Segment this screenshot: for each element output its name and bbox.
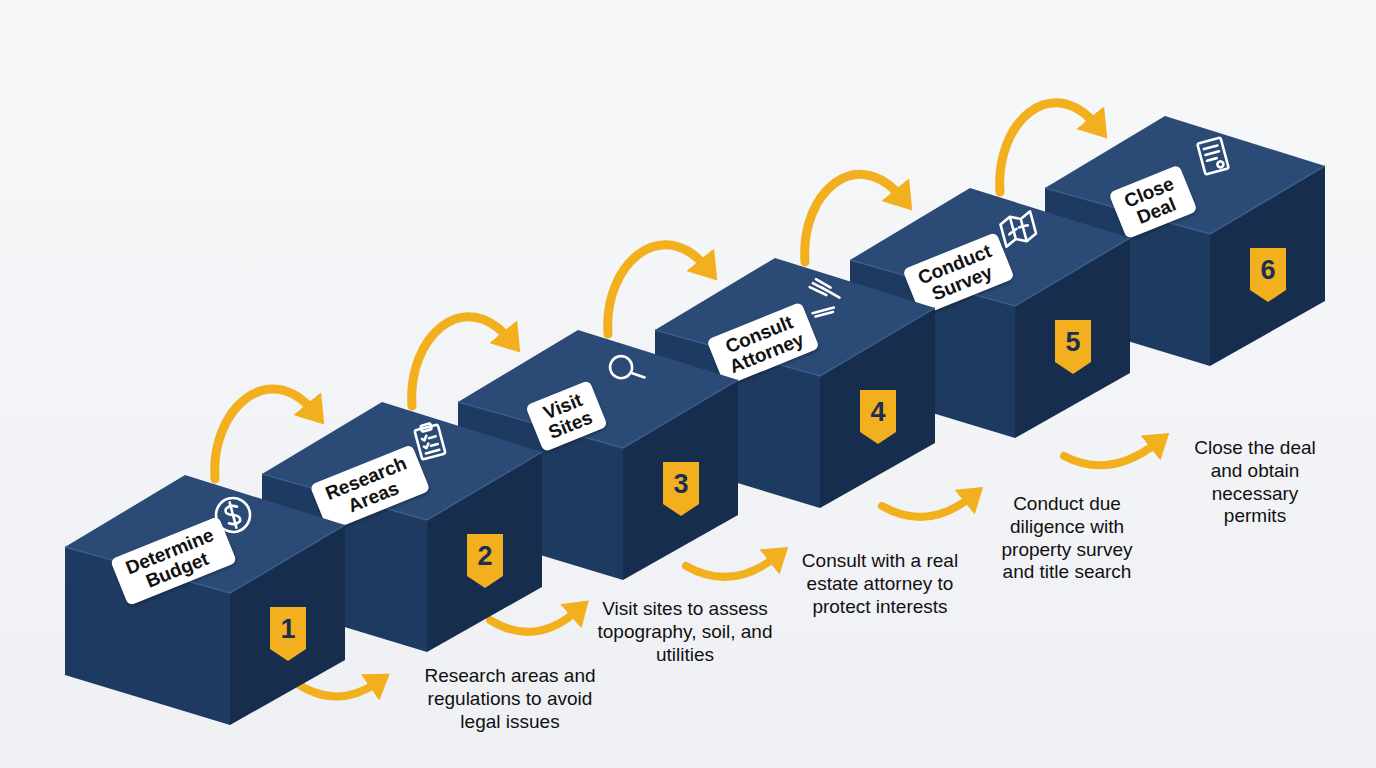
number-badge: 6 (1248, 246, 1288, 304)
step-arrow (1064, 442, 1158, 465)
number-badge: 3 (661, 460, 701, 518)
step-arrow (490, 610, 578, 632)
number-badge: 4 (858, 388, 898, 446)
step-description: Research areas and regulations to avoid … (415, 665, 605, 733)
number-badge: 1 (268, 605, 308, 663)
step-arrow (882, 496, 972, 517)
step-description: Consult with a real estate attorney to p… (790, 550, 970, 618)
cube-shape (65, 475, 345, 725)
step-number: 5 (1053, 318, 1093, 366)
step-number: 3 (661, 460, 701, 508)
step-number: 1 (268, 605, 308, 653)
step-description: Close the deal and obtain necessary perm… (1180, 437, 1330, 528)
step-number: 6 (1248, 246, 1288, 294)
step-number: 2 (465, 532, 505, 580)
step-cube: Determine Budget1 (65, 475, 345, 725)
step-arrow (686, 556, 777, 577)
number-badge: 2 (465, 532, 505, 590)
number-badge: 5 (1053, 318, 1093, 376)
step-description: Conduct due diligence with property surv… (992, 493, 1142, 584)
step-description: Visit sites to assess topography, soil, … (595, 598, 775, 666)
step-number: 4 (858, 388, 898, 436)
